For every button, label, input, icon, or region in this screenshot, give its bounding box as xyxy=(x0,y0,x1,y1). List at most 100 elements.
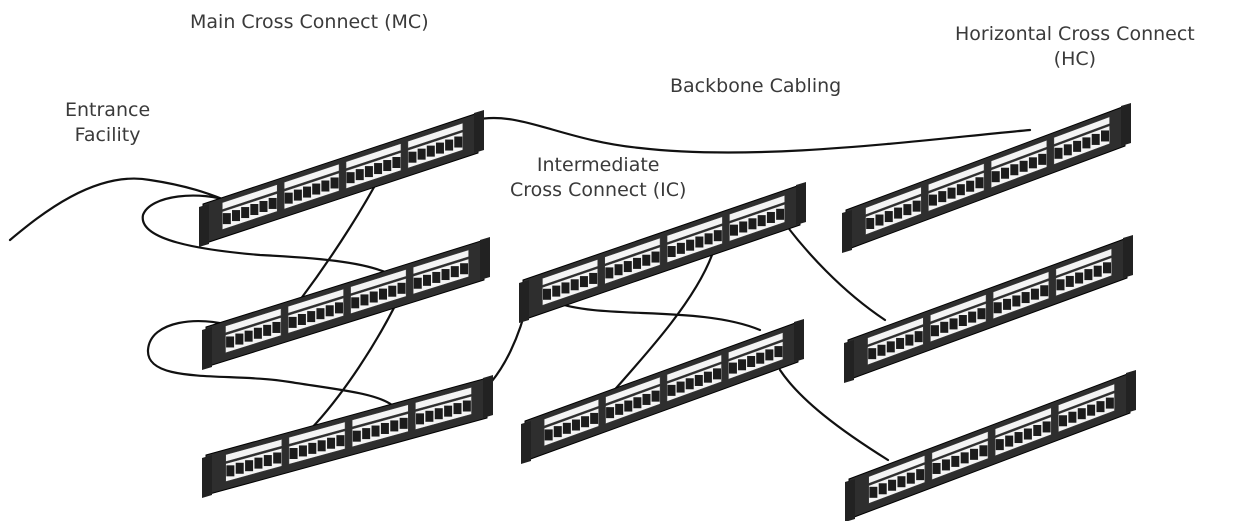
rj45-port xyxy=(730,225,738,236)
rj45-port xyxy=(1040,285,1048,296)
rj45-port xyxy=(1103,262,1111,273)
panel-right-ear xyxy=(480,237,490,280)
rj45-port xyxy=(1001,168,1009,179)
rj45-port xyxy=(970,449,978,460)
rj45-port xyxy=(677,382,685,393)
rj45-port xyxy=(390,420,398,431)
backbone-cable xyxy=(475,118,1030,153)
rj45-port xyxy=(561,282,569,293)
patch-panel-mc-3 xyxy=(202,375,493,498)
rj45-port xyxy=(992,171,1000,182)
rj45-port xyxy=(1092,134,1100,145)
rj45-port xyxy=(940,322,948,333)
rj45-port xyxy=(695,237,703,248)
patch-panel-hc-3 xyxy=(845,370,1136,521)
rj45-port xyxy=(913,201,921,212)
rj45-port xyxy=(418,149,426,160)
rj45-port xyxy=(1055,148,1063,159)
rj45-port xyxy=(316,308,324,319)
patch-panel-hc-2 xyxy=(844,235,1133,383)
rj45-port xyxy=(463,401,471,412)
rj45-port xyxy=(362,428,370,439)
rj45-port xyxy=(748,218,756,229)
rj45-port xyxy=(351,297,359,308)
rj45-port xyxy=(581,416,589,427)
rj45-port xyxy=(318,440,326,451)
rj45-port xyxy=(543,289,551,300)
rj45-port xyxy=(1073,141,1081,152)
rj45-port xyxy=(1059,415,1067,426)
rj45-port xyxy=(979,445,987,456)
rj45-port xyxy=(436,143,444,154)
rj45-port xyxy=(739,221,747,232)
rj45-port xyxy=(1101,130,1109,141)
rj45-port xyxy=(624,401,632,412)
rj45-port xyxy=(589,273,597,284)
rj45-port xyxy=(695,375,703,386)
rj45-port xyxy=(877,345,885,356)
rj45-port xyxy=(1094,266,1102,277)
rj45-port xyxy=(938,191,946,202)
rj45-port xyxy=(1084,269,1092,280)
panel-left-ear xyxy=(519,280,529,323)
rj45-port xyxy=(929,195,937,206)
rj45-port xyxy=(686,240,694,251)
rj45-port xyxy=(254,328,262,339)
rj45-port xyxy=(360,294,368,305)
rj45-port xyxy=(996,439,1004,450)
rj45-port xyxy=(1022,292,1030,303)
rj45-port xyxy=(1033,425,1041,436)
rj45-port xyxy=(686,378,694,389)
rj45-port xyxy=(1015,432,1023,443)
panel-right-ear xyxy=(1126,370,1136,413)
rj45-port xyxy=(454,137,462,148)
panel-right-ear xyxy=(474,110,484,153)
rj45-port xyxy=(765,349,773,360)
rj45-port xyxy=(226,336,234,347)
rj45-port xyxy=(931,325,939,336)
panel-right-ear xyxy=(483,375,493,418)
rj45-port xyxy=(289,317,297,328)
rj45-port xyxy=(776,209,784,220)
rj45-port xyxy=(885,211,893,222)
panel-right-ear xyxy=(794,319,804,362)
rj45-port xyxy=(545,429,553,440)
rj45-port xyxy=(704,372,712,383)
rj45-port xyxy=(554,426,562,437)
rj45-port xyxy=(642,255,650,266)
rj45-port xyxy=(747,356,755,367)
rj45-port xyxy=(948,188,956,199)
rj45-port xyxy=(942,459,950,470)
rj45-port xyxy=(652,391,660,402)
rj45-port xyxy=(236,463,244,474)
rj45-port xyxy=(1005,436,1013,447)
rj45-port xyxy=(307,311,315,322)
rj45-port xyxy=(379,289,387,300)
rj45-port xyxy=(1012,295,1020,306)
label-hc-line2: (HC) xyxy=(955,47,1195,72)
rj45-port xyxy=(590,413,598,424)
rj45-port xyxy=(264,455,272,466)
rj45-port xyxy=(1087,405,1095,416)
rj45-port xyxy=(326,305,334,316)
rj45-port xyxy=(1003,299,1011,310)
rj45-port xyxy=(245,460,253,471)
rj45-port xyxy=(869,487,877,498)
rj45-port xyxy=(894,208,902,219)
rj45-port xyxy=(1082,137,1090,148)
rj45-port xyxy=(1029,157,1037,168)
rj45-port xyxy=(767,212,775,223)
rj45-port xyxy=(414,278,422,289)
rj45-port xyxy=(372,426,380,437)
rj45-port xyxy=(223,213,231,224)
rj45-port xyxy=(453,403,461,414)
rj45-port xyxy=(408,152,416,163)
rj45-port xyxy=(605,267,613,278)
panel-left-ear xyxy=(521,421,531,464)
rj45-port xyxy=(951,456,959,467)
rj45-port xyxy=(335,302,343,313)
rj45-port xyxy=(285,193,293,204)
label-ic-line2: Cross Connect (IC) xyxy=(510,178,686,203)
label-entrance-line1: Entrance xyxy=(65,98,150,123)
rj45-port xyxy=(290,448,298,459)
